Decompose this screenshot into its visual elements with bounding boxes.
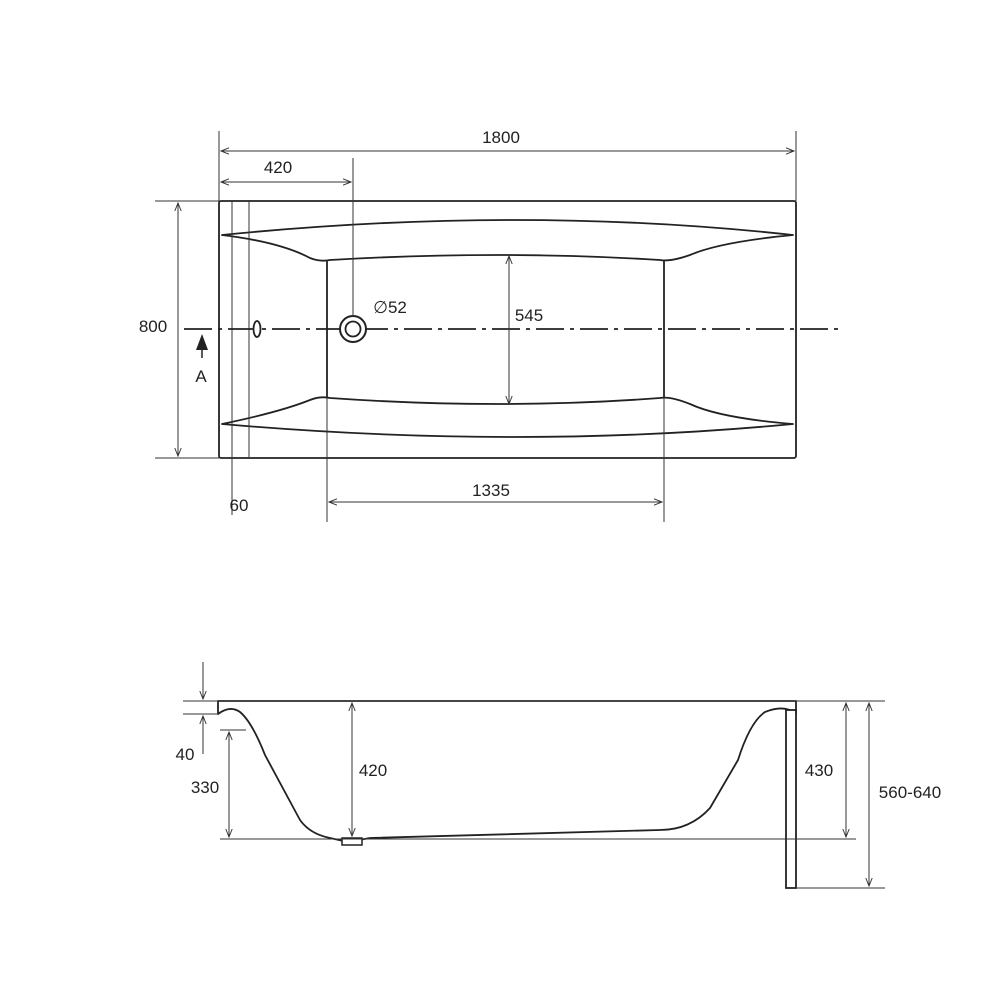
- dim-330-label: 330: [191, 778, 219, 797]
- dim-420-side-label: 420: [359, 761, 387, 780]
- section-arrow: [196, 334, 208, 358]
- dim-420-top-label: 420: [264, 158, 292, 177]
- drain-outlet: [341, 837, 363, 846]
- drain-icon: [339, 315, 367, 343]
- dim-1335-label: 1335: [472, 481, 510, 500]
- dim-560-640-label: 560-640: [879, 783, 941, 802]
- side-view: 40 330 420 430 560-640: [176, 662, 941, 889]
- dim-40-label: 40: [176, 745, 195, 764]
- tub-side-profile: [217, 700, 797, 843]
- top-view: A 1800 420 800 ∅52 545 1335 60: [139, 128, 840, 522]
- dim-60-label: 60: [230, 496, 249, 515]
- dim-430-label: 430: [805, 761, 833, 780]
- support-leg: [785, 709, 797, 889]
- dim-545-label: 545: [515, 306, 543, 325]
- tub-upper-contour: [221, 219, 794, 262]
- dim-800-label: 800: [139, 317, 167, 336]
- dim-1800-label: 1800: [482, 128, 520, 147]
- dim-drain-diameter-label: ∅52: [373, 298, 407, 317]
- overflow-oval: [252, 320, 262, 338]
- tub-lower-contour: [221, 396, 794, 438]
- section-label: A: [195, 367, 207, 386]
